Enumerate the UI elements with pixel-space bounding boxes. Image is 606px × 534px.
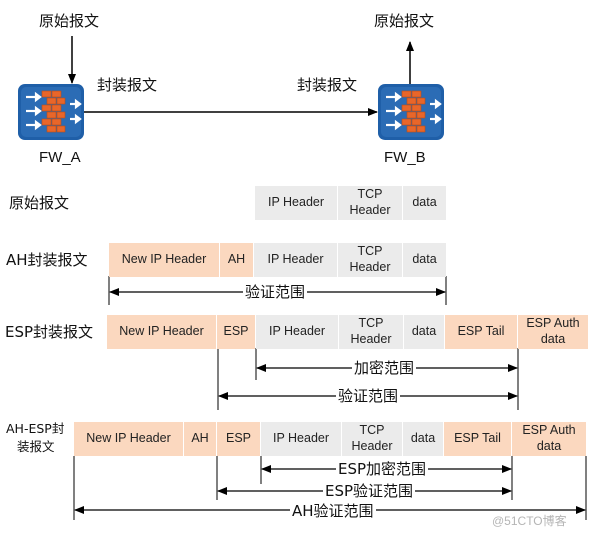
firewall-a-icon — [16, 82, 86, 142]
packet-cell: ESP — [217, 422, 260, 456]
packet-cell: data — [404, 315, 444, 349]
right-original-label: 原始报文 — [374, 12, 435, 30]
packet-cell: TCP Header — [338, 186, 402, 220]
packet-cell: ESP Auth data — [512, 422, 586, 456]
left-original-label: 原始报文 — [39, 12, 100, 30]
ah-auth-range-label: 验证范围 — [243, 283, 308, 301]
row-esp-label: ESP封装报文 — [5, 323, 94, 341]
fw-a-label: FW_A — [39, 149, 81, 166]
packet-cell: IP Header — [255, 186, 337, 220]
packet-cell: TCP Header — [342, 422, 402, 456]
firewall-b-icon — [376, 82, 446, 142]
packet-cell: ESP — [217, 315, 255, 349]
packet-cell: TCP Header — [338, 243, 402, 277]
left-encap-label: 封装报文 — [97, 76, 158, 94]
fw-b-label: FW_B — [384, 149, 426, 166]
packet-cell: ESP Tail — [444, 422, 511, 456]
ahesp-esp-encrypt-range-label: ESP加密范围 — [336, 460, 429, 478]
packet-cell: New IP Header — [74, 422, 183, 456]
packet-cell: data — [403, 243, 446, 277]
esp-auth-range-label: 验证范围 — [336, 387, 401, 405]
watermark: @51CTO博客 — [492, 514, 567, 528]
row-original-label: 原始报文 — [9, 194, 70, 212]
row-ahesp-label-line2: 装报文 — [17, 439, 55, 454]
ahesp-ah-auth-range-label: AH验证范围 — [290, 502, 376, 520]
packet-cell: IP Header — [256, 315, 338, 349]
esp-encrypt-range-label: 加密范围 — [352, 359, 417, 377]
packet-cell: TCP Header — [339, 315, 403, 349]
packet-cell: ESP Tail — [445, 315, 517, 349]
packet-cell: data — [403, 186, 446, 220]
packet-cell: IP Header — [261, 422, 341, 456]
packet-cell: New IP Header — [109, 243, 219, 277]
ahesp-esp-auth-range-label: ESP验证范围 — [323, 482, 416, 500]
right-encap-label: 封装报文 — [297, 76, 358, 94]
packet-cell: data — [403, 422, 443, 456]
packet-cell: AH — [184, 422, 216, 456]
packet-cell: ESP Auth data — [518, 315, 588, 349]
packet-cell: IP Header — [254, 243, 337, 277]
row-ah-label: AH封装报文 — [6, 251, 88, 269]
packet-cell: AH — [220, 243, 253, 277]
packet-cell: New IP Header — [107, 315, 216, 349]
row-ahesp-label-line1: AH-ESP封 — [6, 421, 65, 436]
